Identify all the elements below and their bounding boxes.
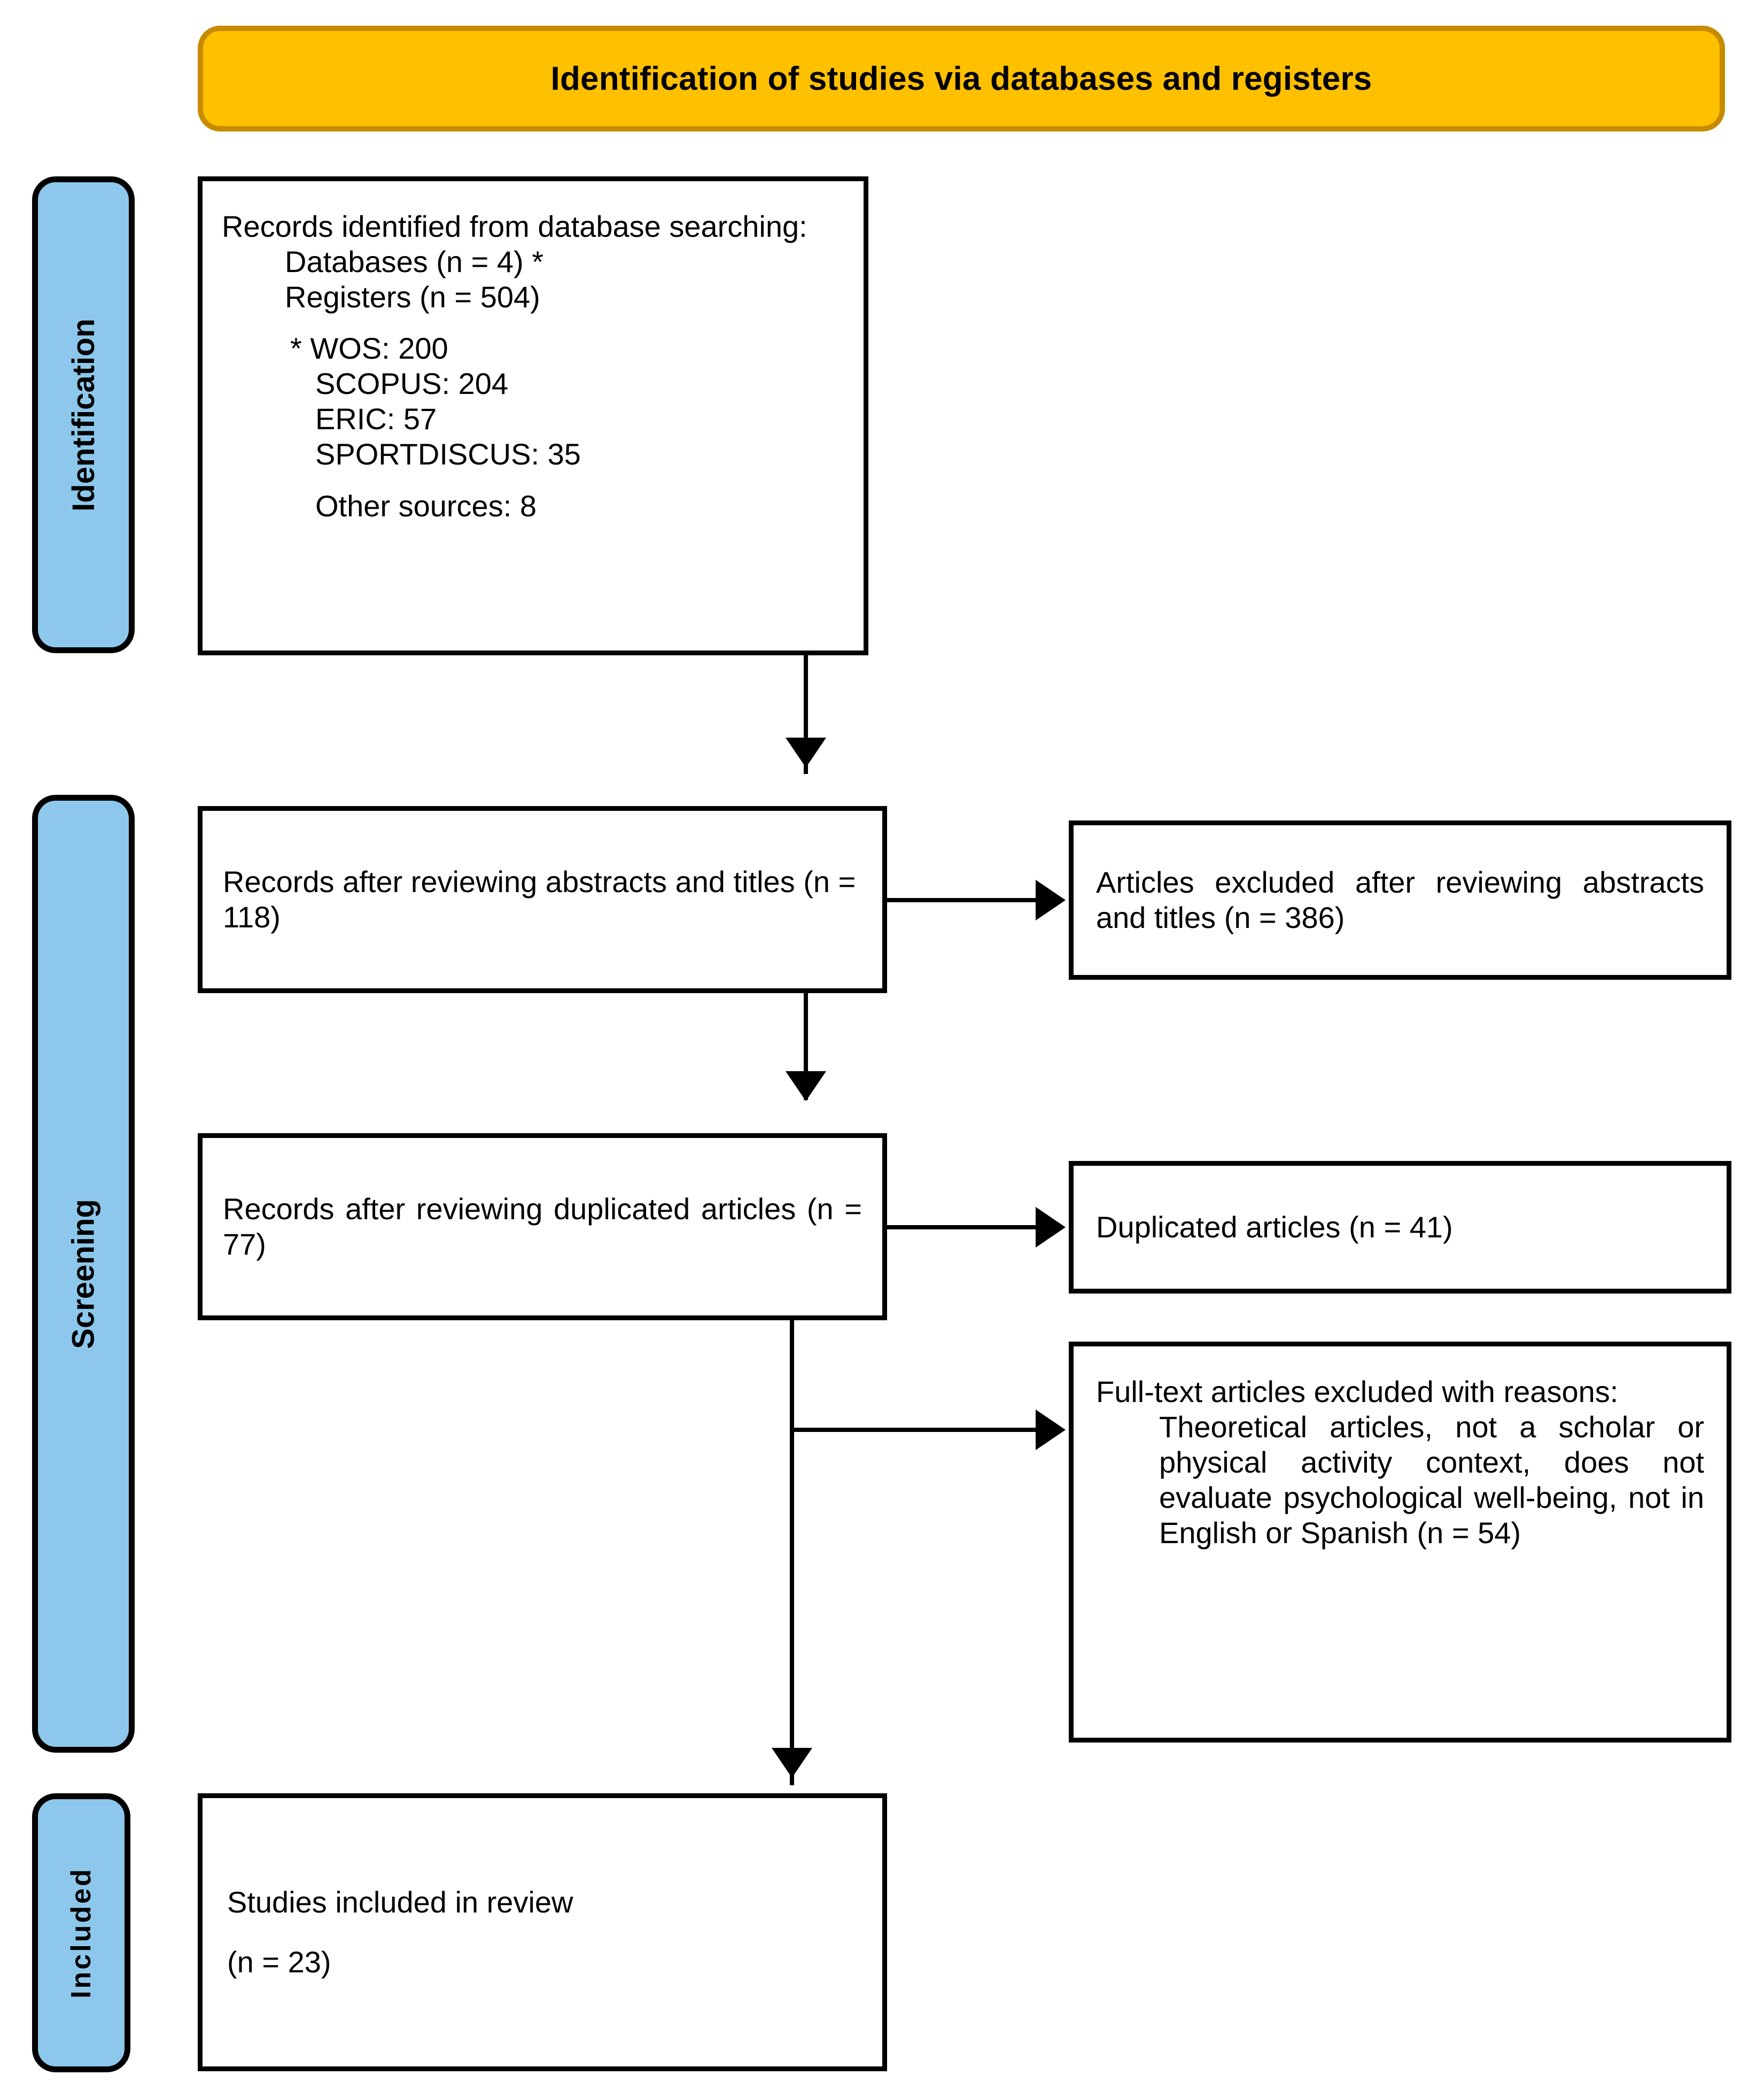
connector-abstracts-to-excluded-line <box>887 898 1038 902</box>
stage-label-included: Included <box>32 1793 130 2072</box>
box-fulltext-articles-excluded: Full-text articles excluded with reasons… <box>1069 1342 1731 1743</box>
source-wos: * WOS: 200 <box>290 331 448 366</box>
stage-label-screening-text: Screening <box>66 1198 101 1349</box>
connector-duplicates-to-fulltext-arrowhead-icon <box>1036 1410 1066 1450</box>
connector-duplicates-to-fulltext-line <box>794 1428 1038 1432</box>
stage-label-identification: Identification <box>32 176 135 653</box>
articles-excluded-abstracts-text: Articles excluded after reviewing abstra… <box>1096 865 1704 934</box>
connector-duplicates-to-duplicated-arrowhead-icon <box>1036 1207 1066 1248</box>
source-scopus: SCOPUS: 204 <box>315 367 509 401</box>
connector-duplicates-to-included-arrowhead-icon <box>772 1748 812 1778</box>
stage-label-identification-text: Identification <box>66 318 101 512</box>
fulltext-excluded-reasons: Theoretical articles, not a scholar or p… <box>1159 1410 1704 1550</box>
studies-included-line2: (n = 23) <box>227 1945 331 1979</box>
records-after-duplicates-text: Records after reviewing duplicated artic… <box>223 1191 862 1261</box>
diagram-title: Identification of studies via databases … <box>550 60 1372 97</box>
connector-identified-to-abstracts-arrowhead-icon <box>786 738 826 768</box>
source-other: Other sources: 8 <box>315 489 537 523</box>
connector-abstracts-to-duplicates-line <box>804 993 808 1100</box>
connector-abstracts-to-excluded-arrowhead-icon <box>1036 880 1066 920</box>
box-studies-included: Studies included in review (n = 23) <box>198 1793 887 2071</box>
box-duplicated-articles: Duplicated articles (n = 41) <box>1069 1161 1731 1294</box>
connector-abstracts-to-duplicates-arrowhead-icon <box>786 1071 826 1101</box>
box-records-after-abstracts: Records after reviewing abstracts and ti… <box>198 806 887 993</box>
box-articles-excluded-abstracts: Articles excluded after reviewing abstra… <box>1069 820 1731 980</box>
stage-label-screening: Screening <box>32 795 135 1753</box>
duplicated-articles-text: Duplicated articles (n = 41) <box>1096 1210 1453 1244</box>
fulltext-excluded-heading: Full-text articles excluded with reasons… <box>1096 1375 1619 1408</box>
connector-identified-to-abstracts-line <box>804 655 808 774</box>
connector-duplicates-to-duplicated-line <box>887 1225 1038 1229</box>
records-identified-registers: Registers (n = 504) <box>285 280 540 314</box>
records-identified-databases: Databases (n = 4) * <box>285 245 544 279</box>
records-after-abstracts-text: Records after reviewing abstracts and ti… <box>223 864 856 934</box>
diagram-header-banner: Identification of studies via databases … <box>198 26 1725 131</box>
records-identified-heading: Records identified from database searchi… <box>222 210 807 243</box>
box-records-after-duplicates: Records after reviewing duplicated artic… <box>198 1133 887 1320</box>
source-eric: ERIC: 57 <box>315 402 437 436</box>
source-sportdiscus: SPORTDISCUS: 35 <box>315 437 581 471</box>
box-records-identified: Records identified from database searchi… <box>198 176 868 655</box>
studies-included-line1: Studies included in review <box>227 1885 573 1919</box>
stage-label-included-text: Included <box>66 1867 97 1999</box>
connector-duplicates-to-included-line <box>790 1320 794 1785</box>
